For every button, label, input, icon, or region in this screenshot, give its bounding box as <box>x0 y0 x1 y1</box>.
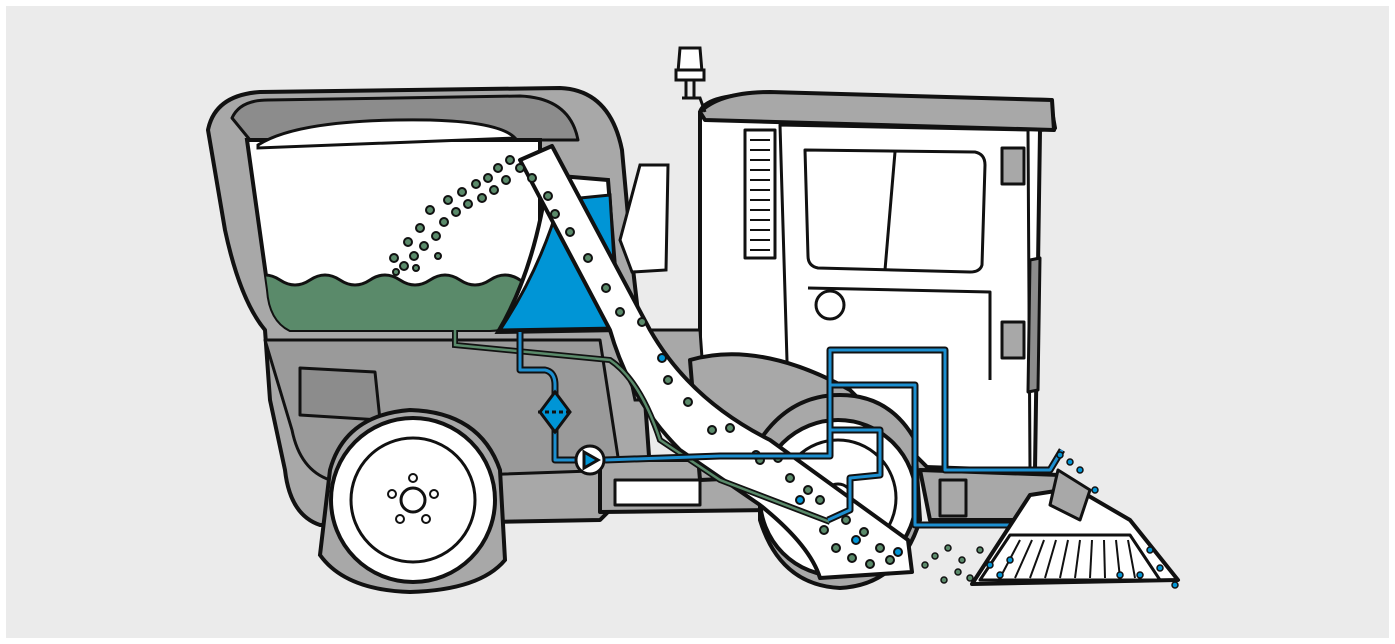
debris-hopper <box>247 120 550 340</box>
pump-icon <box>576 446 604 474</box>
street-sweeper-diagram <box>6 6 1389 638</box>
illustration-canvas <box>6 6 1389 638</box>
beacon-light-icon <box>676 48 705 112</box>
rear-wheel <box>320 410 505 592</box>
road-debris <box>922 545 983 583</box>
